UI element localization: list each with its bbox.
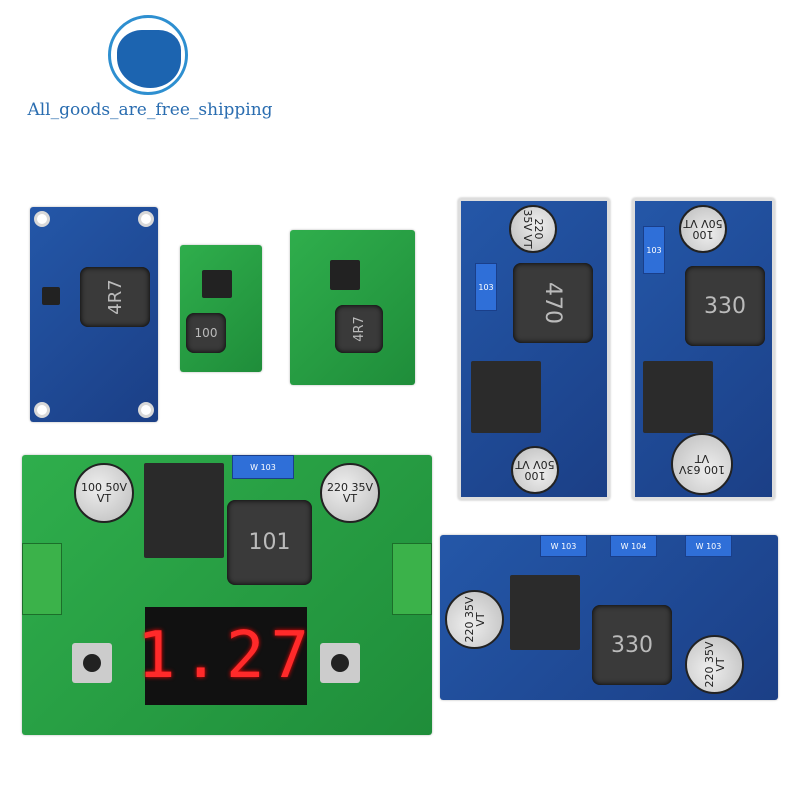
potentiometer[interactable]: W 104 <box>610 535 657 557</box>
capacitor: 100 50V VT <box>74 463 134 523</box>
green-4r7-board: 4R7 <box>290 230 415 385</box>
in-button[interactable] <box>72 643 112 683</box>
capacitor: 220 35V VT <box>445 590 504 649</box>
blue-lm2596-board: 220 35V VT 103 470 100 50V VT <box>458 198 610 500</box>
capacitor: 100 50V VT <box>511 446 559 494</box>
out-button[interactable] <box>320 643 360 683</box>
potentiometer[interactable]: 103 <box>475 263 497 311</box>
mini-green-board: 100 <box>180 245 262 372</box>
potentiometer[interactable]: W 103 <box>685 535 732 557</box>
inductor: 470 <box>513 263 593 343</box>
inductor: 330 <box>592 605 672 685</box>
output-terminal[interactable] <box>392 543 432 615</box>
capacitor: 220 35V VT <box>509 205 557 253</box>
potentiometer[interactable]: W 103 <box>540 535 587 557</box>
blue-buck-board: 4R7 <box>30 207 158 422</box>
capacitor: 220 35V VT <box>320 463 380 523</box>
input-terminal[interactable] <box>22 543 62 615</box>
potentiometer[interactable]: 103 <box>643 226 665 274</box>
inductor: 100 <box>186 313 226 353</box>
inductor: 330 <box>685 266 765 346</box>
inductor: 4R7 <box>335 305 383 353</box>
inductor: 4R7 <box>80 267 150 327</box>
inductor: 101 <box>227 500 312 585</box>
voltage-display: 1.27 <box>137 607 309 705</box>
logo-text: All_goods_are_free_shipping <box>27 100 273 120</box>
blue-cc-cv-board: W 103 W 104 W 103 220 35V VT 330 220 35V… <box>440 535 778 700</box>
capacitor: 220 35V VT <box>685 635 744 694</box>
potentiometer[interactable]: W 103 <box>232 455 294 479</box>
blue-xl4016-board: 100 50V VT 103 330 100 63V VT <box>632 198 775 500</box>
globe-logo-icon <box>108 15 188 95</box>
capacitor: 100 50V VT <box>679 205 727 253</box>
capacitor: 100 63V VT <box>671 433 733 495</box>
